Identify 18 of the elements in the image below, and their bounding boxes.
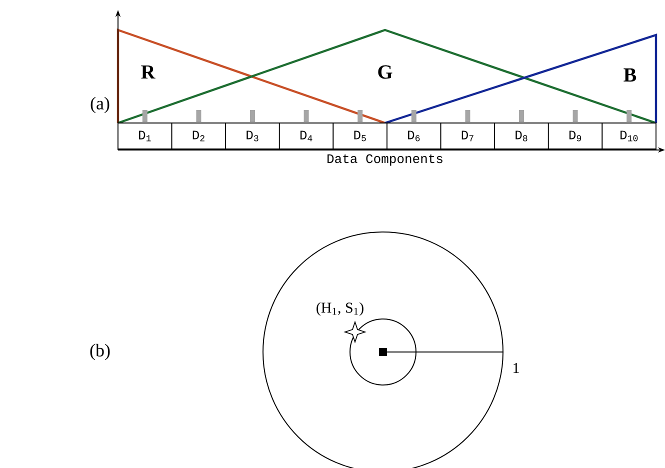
- data-cell: D$_{5}$: [332, 122, 388, 150]
- curve-label: G: [378, 65, 392, 79]
- data-cell: D$_{6}$: [386, 122, 442, 150]
- data-cell: D$_{10}$: [602, 122, 656, 150]
- data-cell: D$_{3}$: [225, 122, 280, 150]
- panel-label: (a): [90, 96, 110, 114]
- data-cell: D$_{9}$: [548, 122, 603, 150]
- curve-label: B: [624, 68, 636, 82]
- data-cell: D$_{7}$: [440, 122, 496, 150]
- axis-label: Data Components: [328, 154, 442, 166]
- data-cell: D$_{4}$: [278, 122, 334, 150]
- curve-label: R: [141, 65, 156, 79]
- radius-label: 1: [514, 363, 519, 373]
- point-label: (H$_{1}$, S$_{1}$): [316, 302, 364, 316]
- data-cell: D$_{1}$: [118, 122, 172, 150]
- data-cell: D$_{2}$: [171, 122, 226, 150]
- panel-label: (b): [90, 344, 110, 360]
- data-cell: D$_{8}$: [494, 122, 549, 150]
